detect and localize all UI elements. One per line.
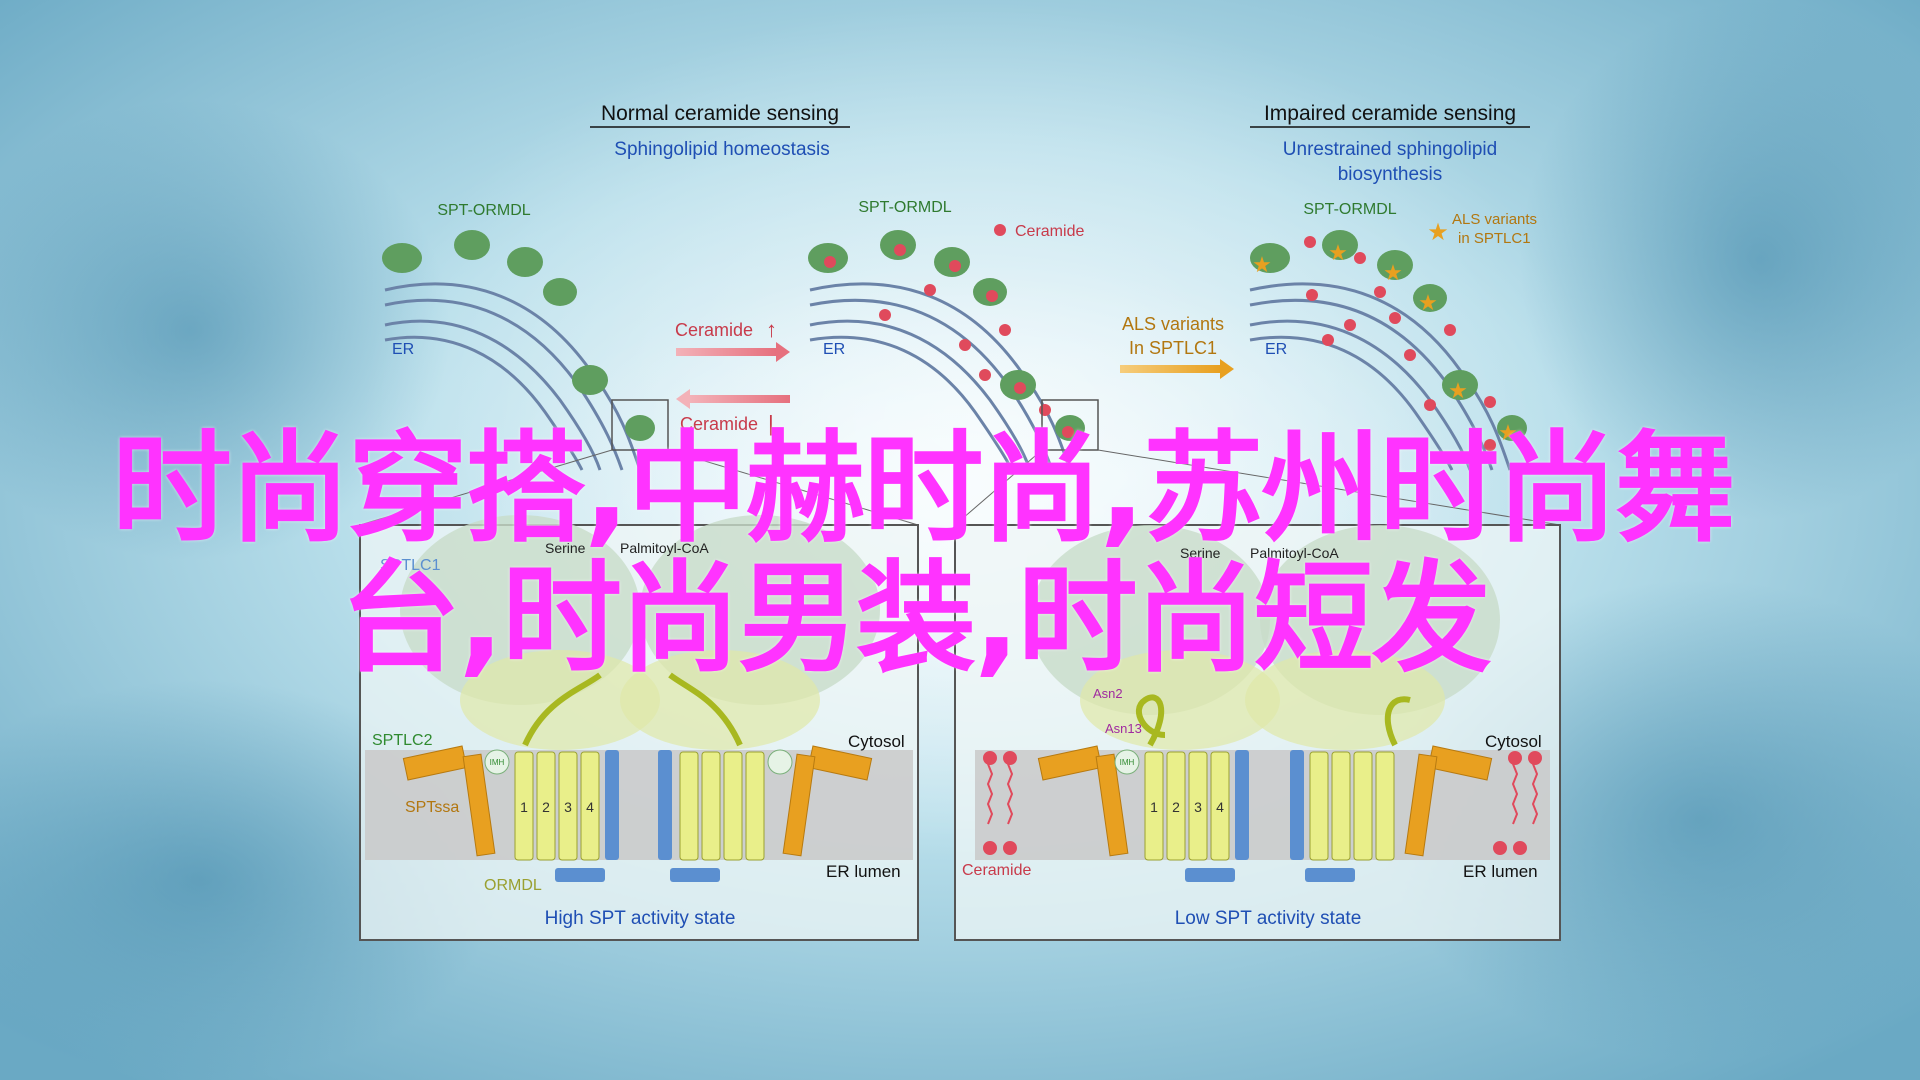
ceramide-legend-dot (994, 224, 1006, 236)
left-subheading: Sphingolipid homeostasis (614, 139, 829, 160)
overlay-caption-line1: 时尚穿搭,中赫时尚,苏州时尚舞 (111, 420, 1735, 559)
middle-ceramide-legend: Ceramide (1015, 223, 1084, 240)
right-palmitoyl-label: Palmitoyl-CoA (1250, 545, 1339, 561)
ceramide-dots-middle (824, 244, 1074, 438)
star-icon: ★ (1498, 420, 1518, 445)
right-als-legend-line2: in SPTLC1 (1458, 230, 1531, 247)
left-palmitoyl-label: Palmitoyl-CoA (620, 540, 709, 556)
right-helix-2: 2 (1172, 799, 1180, 815)
als-variants-line2: In SPTLC1 (1129, 338, 1217, 358)
left-serine-label: Serine (545, 540, 586, 556)
background-cell-blob (1520, 0, 1920, 520)
overlay-caption-line2: 台,时尚男装,时尚短发 (340, 550, 1491, 689)
right-helix-4: 4 (1216, 799, 1224, 815)
left-er-label: ER (392, 341, 414, 358)
left-ormdl-label: ORMDL (484, 877, 542, 894)
arrow-down-icon: | (768, 411, 774, 436)
overlay-caption: 时尚穿搭,中赫时尚,苏州时尚舞 台,时尚男装,时尚短发 (0, 425, 1920, 685)
left-sptlc1-label: SPTLC1 (380, 557, 441, 574)
right-cytosol-label: Cytosol (1485, 732, 1542, 751)
right-helix-3: 3 (1194, 799, 1202, 815)
right-asn2-label: Asn2 (1093, 686, 1123, 701)
right-heading-group: Impaired ceramide sensing Unrestrained s… (1250, 102, 1530, 185)
right-zoom-panel: IMH 1 2 3 4 Serine Palmitoyl-CoA Asn2 As… (954, 449, 1561, 941)
arrow-up-icon: ↑ (766, 317, 777, 342)
left-sptssa-label: SPTssa (405, 799, 459, 816)
right-ceramide-label: Ceramide (962, 862, 1031, 879)
background-cell-blob (0, 100, 450, 560)
right-subheading-line1: Unrestrained sphingolipid (1283, 139, 1497, 160)
ceramide-down-label: Ceramide (680, 414, 758, 434)
als-variants-arrow: ALS variants In SPTLC1 (1120, 314, 1234, 379)
right-helix-1: 1 (1150, 799, 1158, 815)
left-imh-label: IMH (490, 758, 505, 767)
left-zoom-panel: IMH 1 2 3 4 Serine Palmitoyl-CoA SPTLC1 … (359, 449, 919, 941)
left-heading-group: Normal ceramide sensing Sphingolipid hom… (590, 102, 850, 160)
star-icon: ★ (1418, 290, 1438, 315)
spt-ormdl-blobs-right (1250, 230, 1527, 441)
middle-er-label: ER (823, 341, 845, 358)
als-variants-line1: ALS variants (1122, 314, 1224, 334)
left-helix-3: 3 (564, 799, 572, 815)
als-legend-star-icon: ★ (1427, 219, 1449, 246)
left-state-label: High SPT activity state (545, 908, 736, 929)
ceramide-lipids-right (1493, 751, 1542, 855)
spt-ormdl-blobs-left (382, 230, 655, 441)
star-icon: ★ (1448, 378, 1468, 403)
left-helix-4: 4 (586, 799, 594, 815)
ceramide-lipids-left (983, 751, 1017, 855)
right-spt-ormdl-label: SPT-ORMDL (1303, 201, 1396, 218)
middle-spt-ormdl-label: SPT-ORMDL (858, 199, 951, 216)
er-right (1249, 282, 1512, 471)
right-er-lumen-label: ER lumen (1463, 862, 1538, 881)
right-als-legend-line1: ALS variants (1452, 211, 1537, 228)
left-cytosol-label: Cytosol (848, 732, 905, 751)
right-asn13-label: Asn13 (1105, 721, 1142, 736)
als-variant-stars-right: ★ ★ ★ ★ ★ ★ (1252, 240, 1518, 445)
left-er-lumen-label: ER lumen (826, 862, 901, 881)
left-spt-ormdl-label: SPT-ORMDL (437, 202, 530, 219)
right-serine-label: Serine (1180, 545, 1221, 561)
middle-zoom-box (1041, 399, 1099, 451)
ceramide-decrease-arrow: Ceramide | (676, 389, 790, 436)
star-icon: ★ (1383, 260, 1403, 285)
right-imh-label: IMH (1120, 758, 1135, 767)
left-sptlc2-label: SPTLC2 (372, 732, 433, 749)
right-heading: Impaired ceramide sensing (1264, 102, 1516, 125)
star-icon: ★ (1328, 240, 1348, 265)
left-helix-2: 2 (542, 799, 550, 815)
ceramide-up-label: Ceramide (675, 320, 753, 340)
right-state-label: Low SPT activity state (1175, 908, 1362, 929)
right-er-label: ER (1265, 341, 1287, 358)
star-icon: ★ (1252, 252, 1272, 277)
left-zoom-box (611, 399, 669, 451)
right-subheading-line2: biosynthesis (1338, 164, 1443, 185)
left-helix-1: 1 (520, 799, 528, 815)
ceramide-dots-right (1304, 236, 1496, 451)
ceramide-increase-arrow: Ceramide ↑ (675, 317, 790, 362)
left-heading: Normal ceramide sensing (601, 102, 839, 125)
